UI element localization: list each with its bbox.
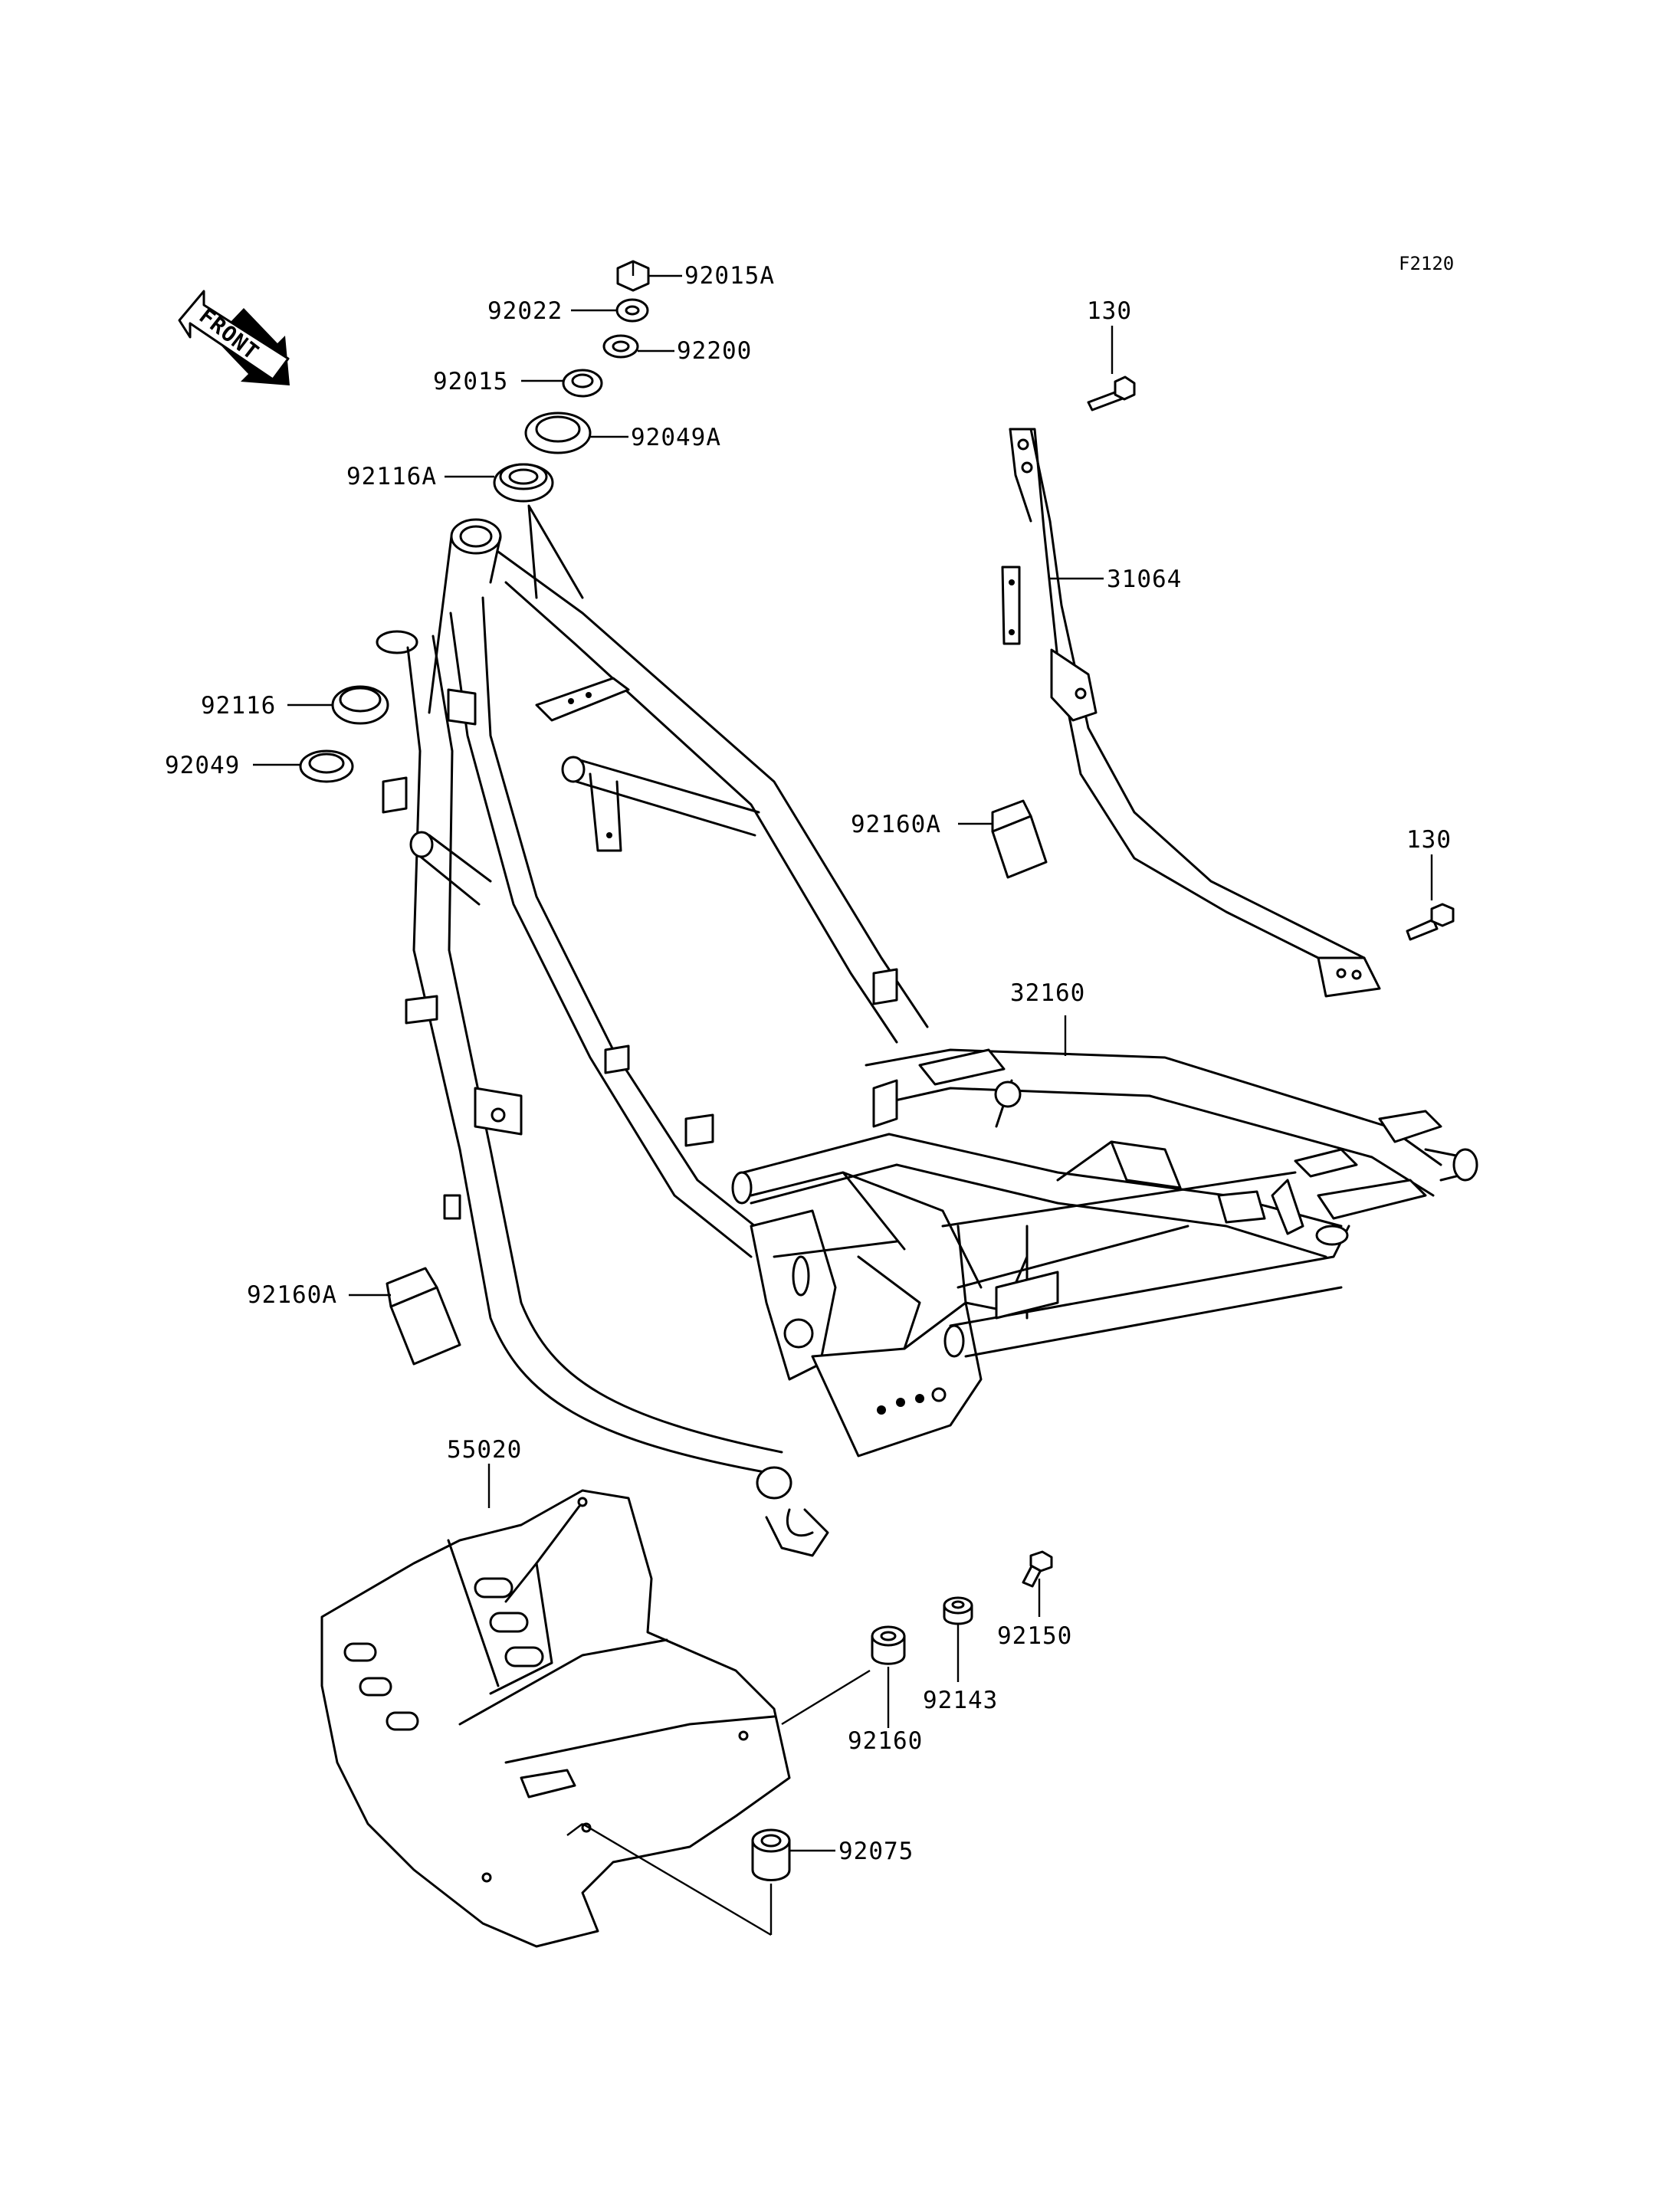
collar-92075 bbox=[751, 1828, 791, 1881]
label-92160A-left: 92160A bbox=[247, 1281, 337, 1309]
label-92116: 92116 bbox=[201, 692, 276, 720]
lower-head-bearings bbox=[299, 685, 389, 783]
label-92015A: 92015A bbox=[684, 262, 775, 290]
block-92160A-right bbox=[991, 799, 1048, 879]
label-92075: 92075 bbox=[838, 1838, 914, 1865]
part-labels: 92015A 92022 92200 92015 92049A 92116A 9… bbox=[165, 262, 1452, 1865]
block-92160A-left bbox=[386, 1267, 461, 1366]
label-130-bottom: 130 bbox=[1406, 826, 1452, 854]
front-direction-arrow: FRONT bbox=[178, 290, 290, 385]
label-92150: 92150 bbox=[997, 1622, 1072, 1650]
label-92200: 92200 bbox=[677, 337, 752, 365]
label-92049A: 92049A bbox=[631, 424, 721, 451]
label-55020: 55020 bbox=[447, 1436, 522, 1464]
damper-92143 bbox=[943, 1596, 973, 1625]
label-92160: 92160 bbox=[848, 1727, 923, 1755]
label-92116A: 92116A bbox=[346, 463, 437, 490]
label-31064: 31064 bbox=[1107, 566, 1182, 593]
skid-plate-55020 bbox=[320, 1489, 791, 1948]
bolt-130-top bbox=[1087, 375, 1136, 412]
head-hardware-stack bbox=[493, 260, 650, 503]
rear-subframe-32160 bbox=[731, 1048, 1478, 1358]
bolt-130-bottom bbox=[1406, 903, 1455, 941]
label-92160A-right: 92160A bbox=[851, 811, 941, 838]
label-92049: 92049 bbox=[165, 752, 240, 779]
collar-92160 bbox=[871, 1625, 906, 1665]
label-130-top: 130 bbox=[1087, 297, 1132, 325]
figure-code: F2120 bbox=[1399, 253, 1454, 274]
side-bar-31064 bbox=[1001, 428, 1381, 998]
label-92022: 92022 bbox=[487, 297, 563, 325]
bolt-92150 bbox=[1022, 1550, 1053, 1588]
main-frame bbox=[376, 504, 1029, 1557]
label-92015: 92015 bbox=[433, 368, 508, 395]
leader-lines bbox=[253, 274, 1433, 1936]
label-32160: 32160 bbox=[1010, 979, 1085, 1007]
label-92143: 92143 bbox=[923, 1687, 998, 1714]
